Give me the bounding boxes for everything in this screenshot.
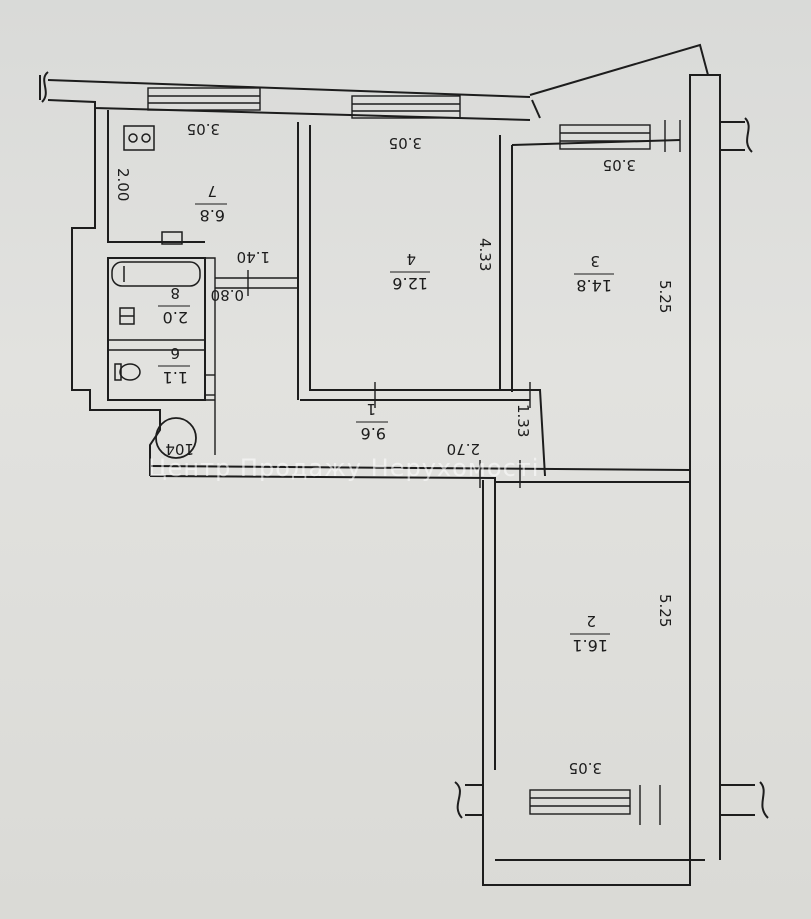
- room-8-area: 2.0: [163, 308, 188, 327]
- room-1-area: 9.6: [361, 424, 386, 443]
- room-8-label: 2.0 8: [158, 284, 190, 327]
- apartment-number-badge: 104: [155, 417, 197, 459]
- room-2-label: 16.1 2: [570, 612, 610, 655]
- room-3-label: 14.8 3: [574, 252, 614, 295]
- room-2-area: 16.1: [572, 636, 608, 655]
- walls: [39, 43, 769, 886]
- dim-room2-depth: 5.25: [656, 594, 674, 627]
- dim-room3-depth: 5.25: [656, 280, 674, 313]
- room-6-label: 1.1 6: [158, 344, 190, 387]
- toilet-icon: [114, 363, 141, 381]
- dim-room2-bottom: 3.05: [569, 759, 602, 777]
- room-1-label: 9.6 1: [356, 400, 388, 443]
- dim-room4-top: 3.05: [389, 134, 422, 152]
- dim-room4-depth: 4.33: [476, 238, 494, 271]
- stove-icon: [123, 125, 155, 151]
- room-3-area: 14.8: [576, 276, 612, 295]
- dim-corridor-width: 1.40: [237, 248, 270, 266]
- room-6-area: 1.1: [163, 368, 188, 387]
- room-7-label: 6.8 7: [195, 182, 227, 225]
- dim-hall-depth: 1.33: [514, 404, 532, 437]
- room-8-number: 8: [170, 284, 180, 302]
- dimension-labels: 3.05 3.05 3.05 2.00 4.33 5.25 1.40 0.80 …: [114, 120, 674, 777]
- room-6-number: 6: [170, 344, 180, 362]
- kitchen-sink-icon: [161, 231, 183, 245]
- room-3-number: 3: [590, 252, 600, 270]
- door-marks: [205, 270, 531, 488]
- room-4-number: 4: [406, 250, 416, 268]
- dim-room3-top: 3.05: [603, 156, 636, 174]
- bathtub-icon: [111, 261, 201, 287]
- room-1-number: 1: [366, 400, 376, 418]
- dim-bath-width: 0.80: [211, 286, 244, 304]
- dim-kitchen-depth: 2.00: [114, 168, 132, 201]
- room-2-number: 2: [586, 612, 596, 630]
- dim-kitchen-top: 3.05: [187, 120, 220, 138]
- room-7-number: 7: [207, 182, 217, 200]
- room-4-label: 12.6 4: [390, 250, 430, 293]
- dim-hall-length: 2.70: [447, 440, 480, 458]
- room-4-area: 12.6: [392, 274, 428, 293]
- sink-icon: [119, 307, 135, 325]
- watermark: Центр Продажу Нерухомості: [148, 454, 539, 482]
- room-labels: 6.8 7 12.6 4 14.8 3 2.0 8 1.1 6 9.6 1: [158, 182, 614, 655]
- windows: [147, 87, 681, 825]
- apartment-number: 104: [165, 440, 194, 458]
- room-7-area: 6.8: [200, 206, 225, 225]
